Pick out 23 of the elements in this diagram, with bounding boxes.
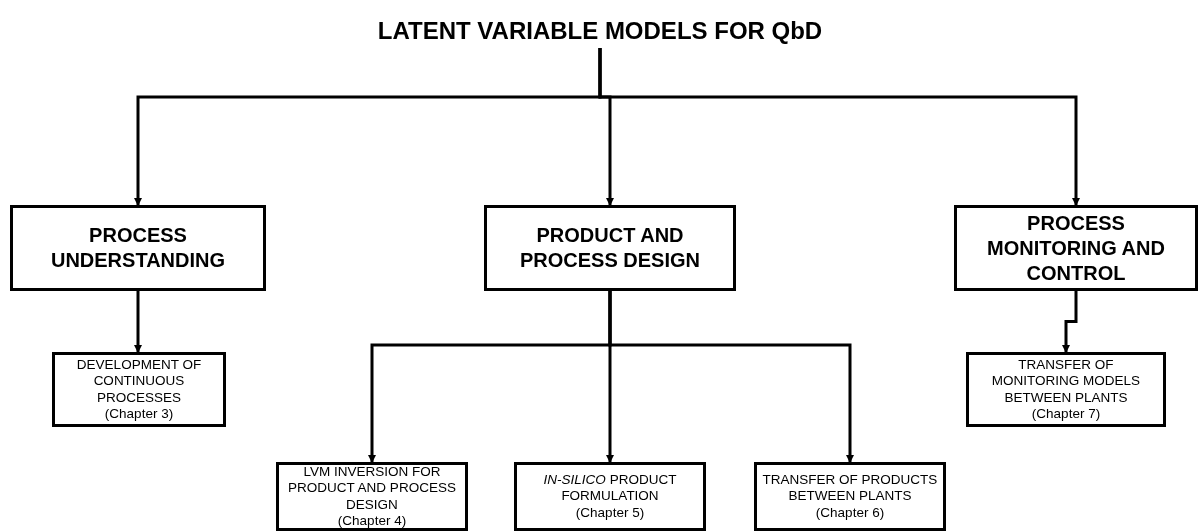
box-heading: DEVELOPMENT OF CONTINUOUS PROCESSES [75, 357, 203, 406]
chapter-reference: (Chapter 7) [1031, 405, 1101, 422]
box-heading: IN-SILICO PRODUCT FORMULATION [542, 472, 678, 505]
category-box: PRODUCT AND PROCESS DESIGN [484, 205, 736, 291]
diagram-title: LATENT VARIABLE MODELS FOR QbD [350, 14, 850, 48]
arrow [134, 291, 142, 353]
chapter-box [966, 352, 1166, 427]
chapter-box [52, 352, 226, 427]
box-heading: TRANSFER OF MONITORING MODELS BETWEEN PLANTS [990, 357, 1142, 406]
arrow [1062, 291, 1078, 353]
box-heading: TRANSFER OF PRODUCTS BETWEEN PLANTS [761, 472, 939, 505]
chapter-reference: (Chapter 3) [104, 405, 174, 422]
category-box: PROCESS UNDERSTANDING [10, 205, 266, 291]
box-heading: LVM INVERSION FOR PRODUCT AND PROCESS DESIGN [287, 464, 457, 513]
category-box: PROCESS MONITORING AND CONTROL [954, 205, 1198, 291]
chapter-box [276, 462, 468, 531]
chapter-reference: (Chapter 6) [815, 504, 885, 521]
chapter-reference: (Chapter 4) [337, 512, 407, 529]
chapter-reference: (Chapter 5) [575, 504, 645, 521]
arrow [598, 48, 1080, 206]
chapter-box [514, 462, 706, 531]
arrow [608, 291, 854, 463]
chapter-box [754, 462, 946, 531]
